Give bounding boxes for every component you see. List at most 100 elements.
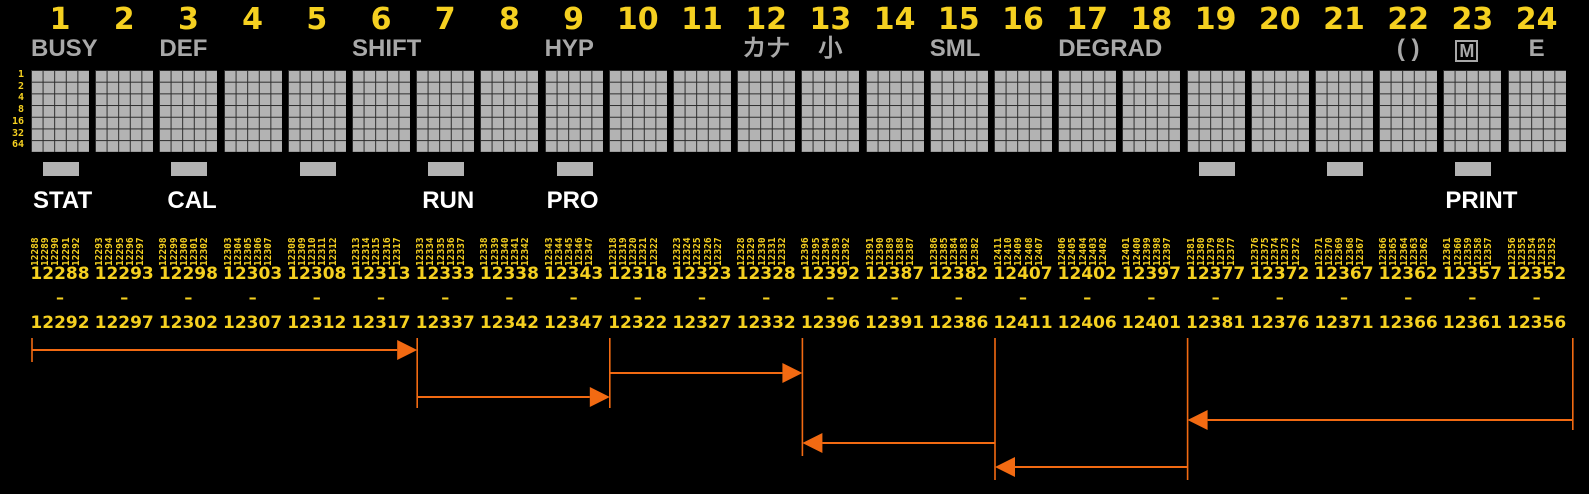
range-start: 12392 [800, 264, 860, 284]
range-end: 12327 [672, 313, 732, 333]
flow-arrow-head [1187, 410, 1208, 430]
dot-matrix-cell [31, 70, 89, 152]
range-start: 12308 [287, 264, 347, 284]
column-number: 19 [1194, 2, 1237, 37]
status-bar-segment [43, 162, 79, 176]
dot-matrix-cell [1250, 70, 1309, 152]
column-number: 4 [242, 2, 264, 37]
status-label: PRINT [1445, 187, 1518, 214]
column-number: 9 [563, 2, 585, 37]
dot-matrix-cell [737, 70, 796, 152]
column-number: 21 [1323, 2, 1365, 37]
range-end: 12302 [158, 313, 218, 333]
indicator-label: HYP [544, 35, 594, 62]
range-dash: – [698, 288, 706, 307]
column-number: 13 [809, 2, 852, 37]
range-end: 12376 [1250, 313, 1310, 333]
range-start: 12318 [608, 264, 668, 284]
range-end: 12317 [351, 313, 411, 333]
dot-matrix-cell [416, 70, 475, 152]
dot-matrix-cell [1507, 70, 1566, 152]
dot-matrix-cell [1443, 70, 1502, 152]
status-label: STAT [33, 187, 93, 214]
range-end: 12391 [865, 313, 925, 333]
dot-matrix-cell [608, 70, 667, 152]
range-dash: – [1083, 288, 1092, 307]
range-dash: – [1404, 288, 1413, 307]
column-number: 6 [370, 2, 392, 37]
column-number: 8 [498, 2, 520, 37]
range-dash: – [120, 288, 129, 307]
indicator-label: DEF [159, 35, 208, 62]
status-bar-segment [1327, 162, 1363, 176]
range-start: 12333 [415, 264, 475, 284]
range-end: 12307 [223, 313, 283, 333]
range-start: 12298 [158, 264, 218, 284]
range-end: 12396 [800, 313, 860, 333]
column-number: 2 [113, 2, 135, 37]
range-dash: – [1468, 288, 1477, 307]
range-start: 12362 [1378, 264, 1438, 284]
row-weight-label: 1 [17, 69, 24, 80]
indicator-label: E [1528, 35, 1545, 62]
column-number: 24 [1515, 2, 1558, 37]
dot-matrix-cell [544, 70, 603, 152]
row-weight-label: 32 [11, 127, 24, 139]
column-number: 5 [306, 2, 328, 37]
column-number: 3 [177, 2, 199, 37]
range-end: 12347 [544, 313, 604, 333]
range-dash: – [633, 288, 642, 307]
dot-matrix-cell [865, 70, 924, 152]
row-weight-label: 16 [11, 115, 24, 127]
indicator-label: M [1455, 40, 1479, 62]
range-dash: – [1147, 288, 1156, 307]
range-dash: – [826, 288, 835, 307]
range-start: 12407 [993, 264, 1053, 284]
flow-arrow-head [782, 363, 803, 383]
column-number: 10 [616, 2, 659, 37]
column-number: 11 [681, 2, 723, 37]
range-end: 12342 [479, 313, 539, 333]
row-weight-label: 2 [17, 80, 24, 92]
range-end: 12411 [993, 313, 1053, 333]
range-end: 12361 [1442, 313, 1502, 333]
dot-matrix-cell [95, 70, 154, 152]
column-number: 15 [937, 2, 980, 37]
column-number: 1 [49, 2, 71, 37]
status-bar-segment [556, 162, 593, 176]
dot-matrix-cell [1379, 70, 1438, 152]
range-dash: – [505, 288, 514, 307]
dot-matrix-cell [223, 70, 282, 152]
dot-matrix-cell [1186, 70, 1245, 152]
dot-matrix-cell [994, 70, 1052, 152]
flow-arrow-head [589, 387, 610, 407]
column-number: 16 [1002, 2, 1044, 37]
range-start: 12288 [30, 264, 90, 284]
range-dash: – [890, 288, 899, 307]
column-number: 23 [1451, 2, 1494, 37]
range-dash: – [1275, 288, 1284, 307]
range-end: 12366 [1378, 313, 1438, 333]
range-end: 12337 [415, 313, 475, 333]
status-label: RUN [422, 187, 475, 214]
status-bar-segment [171, 162, 208, 176]
range-start: 12338 [479, 264, 539, 284]
range-end: 12297 [94, 313, 154, 333]
range-start: 12357 [1442, 264, 1502, 284]
range-end: 12386 [929, 313, 989, 333]
range-dash: – [1211, 288, 1220, 307]
range-dash: – [1340, 288, 1348, 307]
range-end: 12406 [1057, 313, 1117, 333]
indicator-label: SML [929, 35, 981, 62]
dot-matrix-cell [1315, 70, 1373, 152]
range-dash: – [184, 288, 193, 307]
range-start: 12367 [1314, 264, 1374, 284]
status-label: PRO [546, 187, 599, 214]
indicator-label: 小 [818, 35, 843, 62]
status-bar-segment [299, 162, 336, 176]
range-end: 12381 [1186, 313, 1246, 333]
dot-matrix-cell [1058, 70, 1117, 152]
range-start: 12323 [672, 264, 732, 284]
range-dash: – [377, 288, 385, 307]
